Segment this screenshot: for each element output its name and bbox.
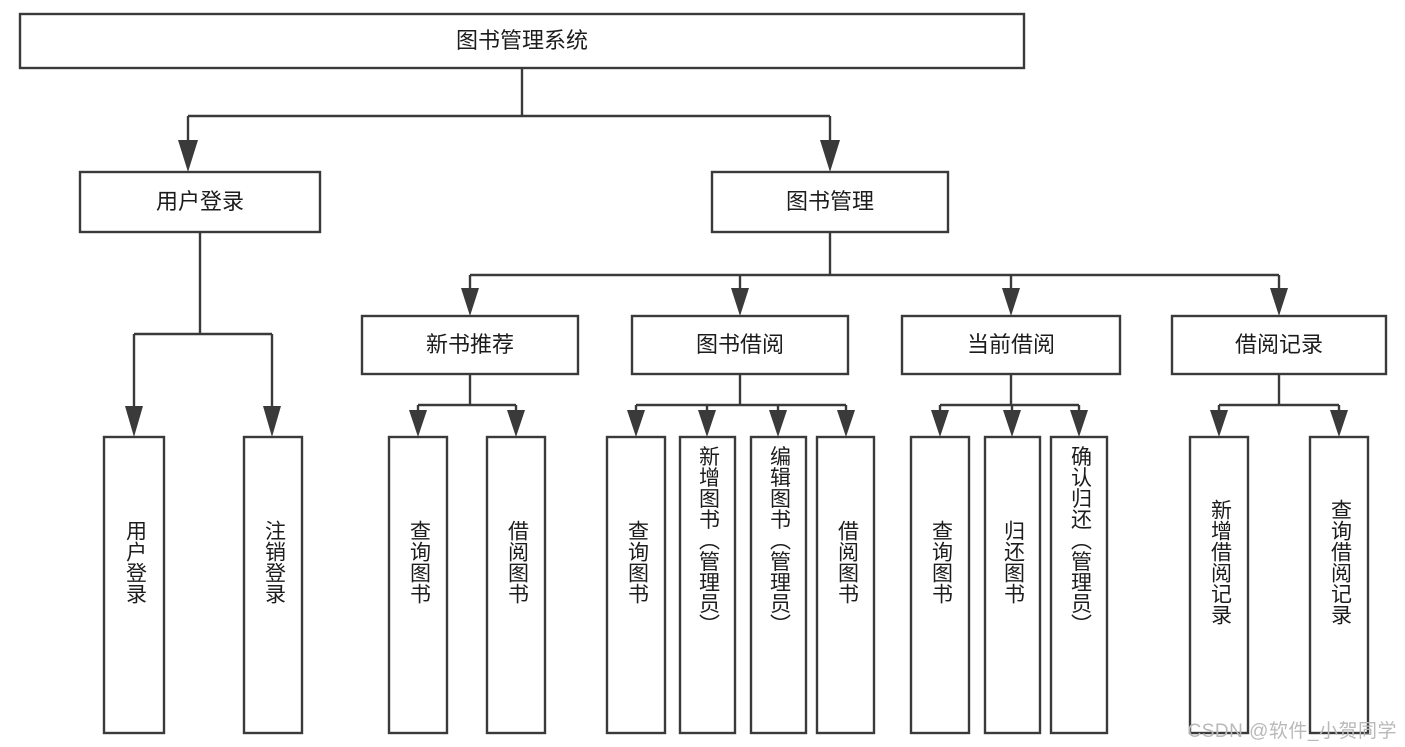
node-book-borrow[interactable]: 图书借阅 xyxy=(630,314,850,376)
node-borrow-record-label: 借阅记录 xyxy=(1235,332,1323,357)
node-leaf-query-book-3-box[interactable] xyxy=(909,435,971,735)
arrow-to-leaf-confirm-return xyxy=(1070,410,1088,437)
node-user-login[interactable]: 用户登录 xyxy=(78,170,322,234)
node-leaf-user-login-box[interactable] xyxy=(102,435,166,735)
node-leaf-add-book[interactable]: 新增图书（管理员） xyxy=(678,435,737,735)
connector-layer xyxy=(125,68,1348,437)
node-leaf-query-book-2[interactable]: 查询图书 xyxy=(605,435,667,735)
arrow-to-leaf-user-logout xyxy=(263,406,281,437)
node-leaf-borrow-book-1[interactable]: 借阅图书 xyxy=(485,435,547,735)
arrow-to-leaf-query-book-1 xyxy=(409,410,427,437)
arrow-to-leaf-add-book xyxy=(698,410,716,437)
node-leaf-query-book-1-box[interactable] xyxy=(387,435,449,735)
node-root[interactable]: 图书管理系统 xyxy=(18,12,1026,70)
node-leaf-query-book-3[interactable]: 查询图书 xyxy=(909,435,971,735)
node-leaf-borrow-book-2-box[interactable] xyxy=(815,435,876,735)
node-leaf-add-record-box[interactable] xyxy=(1188,435,1250,735)
node-root-label: 图书管理系统 xyxy=(456,28,588,53)
arrow-to-leaf-edit-book xyxy=(769,410,787,437)
node-new-book-rec-label: 新书推荐 xyxy=(426,332,514,357)
node-current-borrow-label: 当前借阅 xyxy=(967,332,1055,357)
arrow-to-leaf-query-book-2 xyxy=(627,410,645,437)
arrow-to-leaf-borrow-book-2 xyxy=(837,410,855,437)
arrow-to-leaf-query-book-3 xyxy=(931,410,949,437)
node-leaf-borrow-book-1-box[interactable] xyxy=(485,435,547,735)
arrow-to-leaf-add-record xyxy=(1210,410,1228,437)
node-borrow-record[interactable]: 借阅记录 xyxy=(1170,314,1388,376)
arrow-to-borrow-record xyxy=(1270,288,1288,316)
node-leaf-query-book-2-box[interactable] xyxy=(605,435,667,735)
node-book-borrow-box[interactable] xyxy=(630,314,850,376)
node-leaf-query-book-2-label: 查询图书 xyxy=(625,520,649,604)
arrow-to-current-borrow xyxy=(1002,288,1020,316)
node-leaf-add-book-label: 新增图书（管理员） xyxy=(696,446,720,635)
node-leaf-query-record-box[interactable] xyxy=(1308,435,1370,735)
node-current-borrow-box[interactable] xyxy=(900,314,1122,376)
arrow-to-leaf-return-book xyxy=(1003,410,1021,437)
node-leaf-user-login-label: 用户登录 xyxy=(123,520,147,604)
node-leaf-query-record[interactable]: 查询借阅记录 xyxy=(1308,435,1370,735)
arrow-to-new-book-rec xyxy=(461,288,479,316)
node-leaf-user-logout-box[interactable] xyxy=(242,435,304,735)
node-leaf-borrow-book-2[interactable]: 借阅图书 xyxy=(815,435,876,735)
node-leaf-user-logout[interactable]: 注销登录 xyxy=(242,435,304,735)
node-leaf-query-book-1[interactable]: 查询图书 xyxy=(387,435,449,735)
node-leaf-borrow-book-2-label: 借阅图书 xyxy=(835,520,859,604)
node-leaf-confirm-return[interactable]: 确认归还（管理员） xyxy=(1049,435,1109,735)
node-leaf-user-logout-label: 注销登录 xyxy=(262,520,286,604)
node-leaf-confirm-return-box[interactable] xyxy=(1049,435,1109,735)
arrow-root-to-user-login xyxy=(178,140,198,172)
node-leaf-edit-book-label: 编辑图书（管理员） xyxy=(767,446,791,635)
node-leaf-edit-book-box[interactable] xyxy=(749,435,808,735)
node-new-book-rec-box[interactable] xyxy=(360,314,580,376)
node-leaf-return-book-box[interactable] xyxy=(983,435,1042,735)
node-leaf-borrow-book-1-label: 借阅图书 xyxy=(505,520,529,604)
node-leaf-return-book-label: 归还图书 xyxy=(1001,520,1025,604)
arrow-to-leaf-borrow-book-1 xyxy=(507,410,525,437)
node-new-book-rec[interactable]: 新书推荐 xyxy=(360,314,580,376)
arrow-root-to-book-manage xyxy=(820,140,840,172)
node-leaf-edit-book[interactable]: 编辑图书（管理员） xyxy=(749,435,808,735)
node-book-borrow-label: 图书借阅 xyxy=(696,332,784,357)
node-user-login-box[interactable] xyxy=(78,170,322,234)
node-book-manage-label: 图书管理 xyxy=(786,189,874,214)
node-leaf-return-book[interactable]: 归还图书 xyxy=(983,435,1042,735)
node-leaf-add-record[interactable]: 新增借阅记录 xyxy=(1188,435,1250,735)
node-borrow-record-box[interactable] xyxy=(1170,314,1388,376)
node-book-manage-box[interactable] xyxy=(710,170,950,234)
node-current-borrow[interactable]: 当前借阅 xyxy=(900,314,1122,376)
node-leaf-query-book-1-label: 查询图书 xyxy=(407,520,431,604)
node-leaf-query-book-3-label: 查询图书 xyxy=(929,520,953,604)
node-layer: 图书管理系统 用户登录 图书管理 新书推荐 图书借阅 xyxy=(18,12,1388,735)
node-leaf-query-record-label: 查询借阅记录 xyxy=(1328,499,1352,625)
node-root-box[interactable] xyxy=(18,12,1026,70)
node-leaf-user-login[interactable]: 用户登录 xyxy=(102,435,166,735)
arrow-to-leaf-user-login xyxy=(125,406,143,437)
node-leaf-add-record-label: 新增借阅记录 xyxy=(1208,499,1232,625)
arrow-to-book-borrow xyxy=(731,288,749,316)
arrow-to-leaf-query-record xyxy=(1330,410,1348,437)
node-leaf-confirm-return-label: 确认归还（管理员） xyxy=(1068,446,1092,635)
node-user-login-label: 用户登录 xyxy=(156,189,244,214)
node-leaf-add-book-box[interactable] xyxy=(678,435,737,735)
node-book-manage[interactable]: 图书管理 xyxy=(710,170,950,234)
